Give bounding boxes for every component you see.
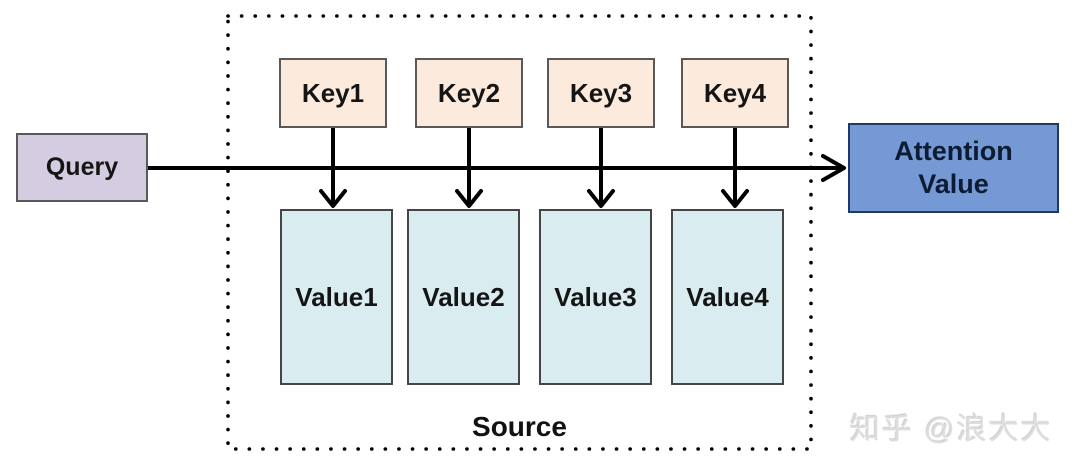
query-label: Query	[45, 153, 119, 181]
key1-label: Key1	[301, 77, 365, 108]
watermark: 知乎 @浪大大	[850, 413, 1053, 446]
key1-box: Key1	[279, 58, 387, 128]
key2-box: Key2	[415, 58, 523, 128]
key3-label: Key3	[569, 77, 633, 108]
attention-value-box: Attention Value	[848, 123, 1059, 213]
key3-to-value3-arrow	[587, 126, 615, 208]
key1-to-value1-arrow	[319, 126, 347, 208]
value4-label: Value4	[686, 281, 769, 312]
query-box: Query	[16, 133, 148, 202]
attention-value-label: Attention Value	[894, 136, 1013, 199]
key4-label: Key4	[703, 77, 767, 108]
value3-box: Value3	[539, 209, 652, 385]
value2-label: Value2	[422, 281, 505, 312]
key4-to-value4-arrow	[721, 126, 749, 208]
key4-box: Key4	[681, 58, 789, 128]
value1-box: Value1	[280, 209, 393, 385]
query-to-attention-arrow	[146, 154, 846, 182]
key3-box: Key3	[547, 58, 655, 128]
value2-box: Value2	[407, 209, 520, 385]
key2-label: Key2	[437, 77, 501, 108]
value3-label: Value3	[554, 281, 637, 312]
source-label: Source	[472, 411, 567, 442]
value1-label: Value1	[295, 281, 378, 312]
value4-box: Value4	[671, 209, 784, 385]
key2-to-value2-arrow	[455, 126, 483, 208]
